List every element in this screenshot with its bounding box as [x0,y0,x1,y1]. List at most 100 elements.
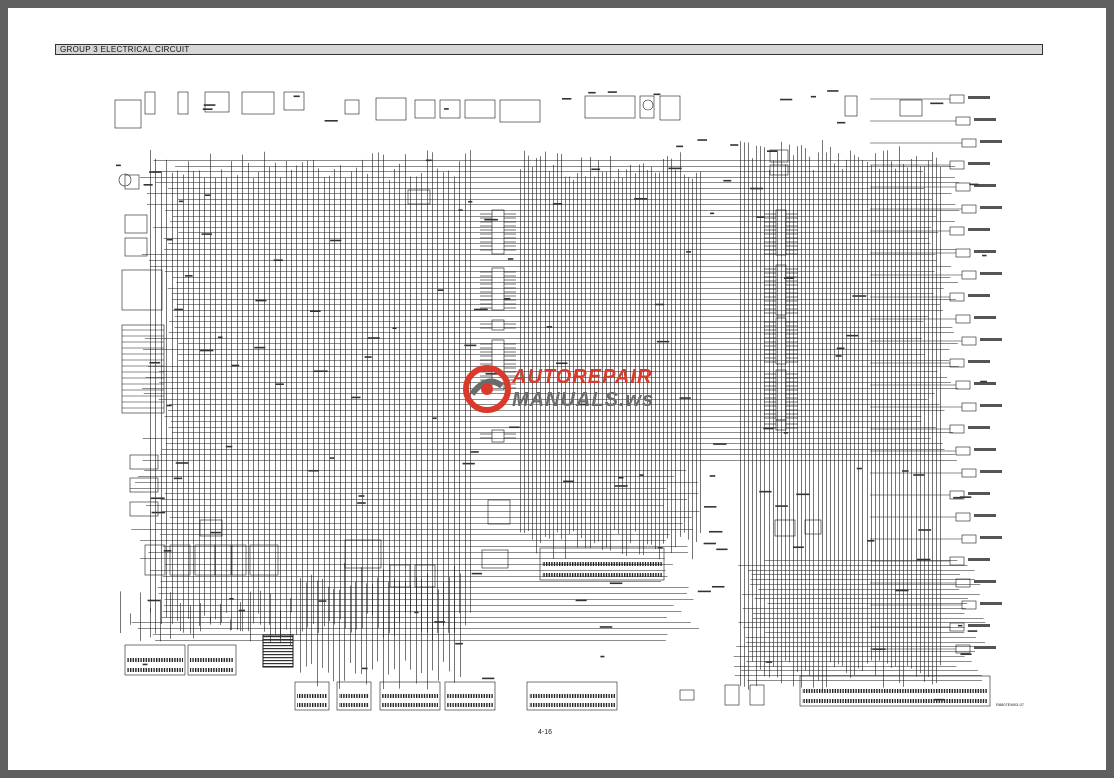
label-mark [968,558,990,561]
label-mark [151,511,166,514]
label-mark [679,397,691,399]
component-symbol [769,164,789,176]
pin-row [127,658,183,662]
label-mark [462,462,475,465]
label-mark [657,547,663,549]
label-mark [711,585,725,588]
module-symbol [249,544,279,576]
label-mark [750,187,763,190]
label-mark [953,496,963,499]
connector-box [961,138,977,148]
connector-box [949,94,965,104]
label-mark [959,496,972,498]
label-mark [471,572,483,575]
label-mark [974,382,996,385]
connector-stack [775,419,787,431]
label-mark [796,493,810,496]
pin-row [297,703,327,707]
label-mark [846,334,859,337]
label-mark [203,104,216,106]
connector-outline [379,681,441,711]
label-mark [780,98,793,101]
connector-box [949,160,965,170]
label-mark [509,426,520,429]
label-mark [204,194,211,197]
label-mark [974,448,996,451]
component-symbol [177,91,189,115]
label-mark [414,611,419,614]
label-mark [507,258,514,260]
component-symbol [439,99,461,119]
connector-box [949,622,965,632]
label-mark [913,474,925,476]
connector-stack [491,339,505,391]
connector-box [955,380,971,390]
label-mark [716,548,728,551]
label-mark [364,356,372,358]
label-mark [765,661,773,663]
label-mark [368,337,380,339]
connector-box [961,270,977,280]
label-mark [974,118,996,121]
component-symbol [769,149,789,163]
component-symbol [584,95,636,119]
label-mark [974,184,996,187]
label-mark [654,303,665,306]
component-symbol [464,99,496,119]
relay-symbol [774,519,796,537]
connector-stack [491,209,505,255]
label-mark [639,474,644,476]
label-mark [231,364,240,367]
component-symbol [204,91,230,113]
pin-row [529,694,615,698]
horn-symbol [642,99,654,111]
label-mark [142,663,148,666]
section-title: GROUP 3 ELECTRICAL CIRCUIT [60,45,190,54]
label-mark [656,340,670,343]
label-mark [872,648,886,650]
section-header: GROUP 3 ELECTRICAL CIRCUIT [55,44,1043,55]
label-mark [775,505,788,507]
relay-symbol [749,684,765,706]
module-symbol [144,544,166,576]
relay-symbol [724,684,740,706]
label-mark [201,233,212,235]
label-mark [563,480,575,483]
connector-box [949,556,965,566]
relay-symbol [389,564,411,588]
connector-box [961,204,977,214]
label-mark [166,404,172,407]
label-mark [980,536,1002,539]
label-mark [437,289,444,291]
label-mark [933,698,944,701]
pin-row [382,703,438,707]
label-mark [759,490,772,493]
connector-outline [294,681,330,711]
label-mark [967,630,978,632]
label-mark [723,179,732,182]
label-mark [229,598,234,600]
connector-outline [336,681,372,711]
label-mark [150,497,165,500]
label-mark [974,514,996,517]
connector-box [955,116,971,126]
label-mark [273,259,284,262]
component-symbol [114,99,142,129]
connector-box [955,446,971,456]
label-mark [434,621,446,623]
drawing-code: R8807EM03-07 [996,702,1025,707]
component-symbol [899,99,923,117]
watermark-line-1: AUTOREPAIR [512,366,653,388]
label-mark [318,600,327,602]
label-mark [766,150,778,152]
pin-row [802,689,988,693]
label-mark [783,431,789,434]
label-mark [148,171,162,173]
label-mark [178,200,184,203]
label-mark [756,216,765,218]
component-symbol [124,214,148,234]
label-mark [432,417,437,420]
wiring-lines [120,98,988,690]
pin-row [297,694,327,698]
component-symbol [639,95,655,119]
